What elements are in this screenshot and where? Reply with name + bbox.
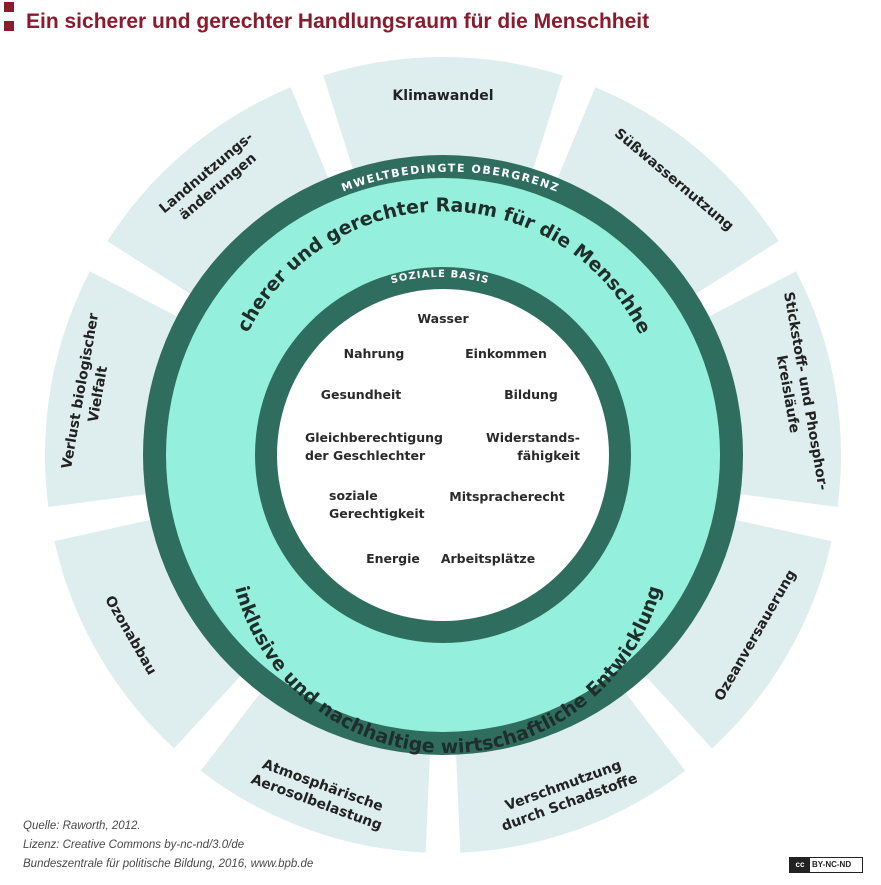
boundary-label-line: Klimawandel (392, 88, 493, 104)
cc-license-badge: cc BY-NC-ND (789, 857, 863, 873)
foundation-label-line: Arbeitsplätze (441, 551, 535, 566)
social-foundation-center (277, 289, 609, 621)
foundation-label-line: Widerstands- (486, 430, 580, 445)
foundation-label-line: soziale (329, 488, 378, 503)
boundary-segment (455, 685, 686, 853)
boundary-segment (323, 56, 563, 179)
boundary-label: Klimawandel (392, 88, 493, 104)
boundary-segment (107, 87, 333, 300)
foundation-label-line: Wasser (417, 311, 469, 326)
foundation-label: Arbeitsplätze (441, 551, 535, 566)
foundation-label: Mitspracherecht (449, 489, 564, 504)
license-line: Lizenz: Creative Commons by-nc-nd/3.0/de (23, 839, 245, 851)
boundary-segment (638, 517, 832, 749)
foundation-label: Bildung (504, 387, 558, 402)
foundation-label: Gleichberechtigung der Geschlechter (305, 430, 443, 463)
foundation-label: Einkommen (465, 346, 547, 361)
foundation-label-line: Gesundheit (321, 387, 402, 402)
title-row: Ein sicherer und gerechter Handlungsraum… (4, 2, 874, 42)
page-title: Ein sicherer und gerechter Handlungsraum… (26, 10, 650, 33)
cc-icon: cc (790, 858, 810, 872)
foundation-label: Widerstands-fähigkeit (486, 430, 580, 463)
foundation-label-line: Gleichberechtigung (305, 430, 443, 445)
foundation-label: Gesundheit (321, 387, 402, 402)
title-marker-top (4, 2, 14, 12)
foundation-label-line: Energie (366, 551, 420, 566)
foundation-label: Wasser (417, 311, 469, 326)
planetary-boundary-segments (45, 56, 842, 853)
publisher-line: Bundeszentrale für politische Bildung, 2… (23, 858, 314, 870)
source-line: Quelle: Raworth, 2012. (23, 820, 141, 832)
foundation-label-line: Bildung (504, 387, 558, 402)
boundary-segment (553, 87, 779, 300)
foundation-label-line: Mitspracherecht (449, 489, 564, 504)
foundation-label-line: Gerechtigkeit (329, 506, 425, 521)
boundary-segment (200, 685, 431, 853)
boundary-segment (54, 517, 248, 749)
foundation-label: Energie (366, 551, 420, 566)
foundation-label-line: fähigkeit (517, 448, 580, 463)
foundation-label-line: der Geschlechter (305, 448, 426, 463)
cc-license-text: BY-NC-ND (812, 860, 852, 869)
title-marker-bottom (4, 21, 14, 31)
foundation-label-line: Nahrung (344, 346, 405, 361)
foundation-label: Nahrung (344, 346, 405, 361)
foundation-label-line: Einkommen (465, 346, 547, 361)
